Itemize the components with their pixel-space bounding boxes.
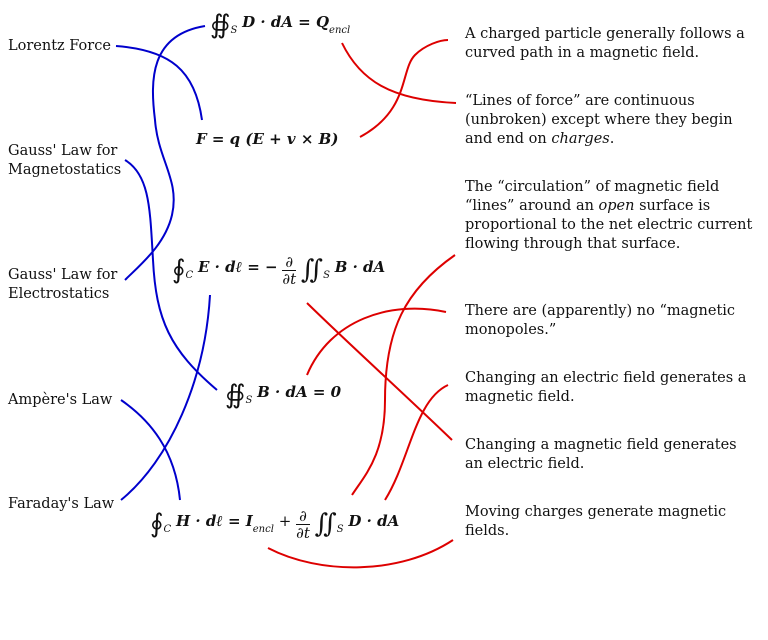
law-gauss-magnetostatics: Gauss' Law for Magnetostatics xyxy=(8,143,122,178)
connector-changing-magnetic xyxy=(306,302,453,441)
connector-changing-electric xyxy=(384,384,449,501)
connector-lorentz xyxy=(115,45,203,121)
connector-gauss-magnetic xyxy=(124,159,218,391)
connector-curved-path xyxy=(359,39,449,138)
connector-lines-of-force xyxy=(341,42,457,104)
law-faraday: Faraday's Law xyxy=(8,496,115,512)
statement-lines-of-force: “Lines of force” are continuous (unbroke… xyxy=(465,93,733,147)
statement-changing-magnetic: Changing a magnetic field generates an e… xyxy=(465,437,737,472)
statement-moving-charges: Moving charges generate magnetic fields. xyxy=(465,504,727,539)
connector-faraday xyxy=(120,294,211,501)
connector-monopoles xyxy=(306,307,447,376)
equation-faraday: ∮C E · dℓ = − ∂∂t ∬S B · dA xyxy=(172,253,386,288)
law-ampere: Ampère's Law xyxy=(8,392,113,408)
statement-changing-electric: Changing an electric field generates a m… xyxy=(465,370,747,405)
statement-monopoles: There are (apparently) no “magnetic mono… xyxy=(465,303,736,338)
statement-circulation: The “circulation” of magnetic field “lin… xyxy=(465,179,753,252)
connector-moving-charges xyxy=(267,539,454,569)
law-lorentz-force: Lorentz Force xyxy=(8,38,111,54)
connector-gauss-electric xyxy=(124,25,206,281)
connector-circulation xyxy=(351,254,456,496)
connector-ampere xyxy=(120,399,181,501)
equation-gauss-magnetic: ∯S B · dA = 0 xyxy=(225,380,342,410)
law-gauss-electrostatics: Gauss' Law for Electrostatics xyxy=(8,267,118,302)
equation-ampere: ∮C H · dℓ = Iencl + ∂∂t ∬S D · dA xyxy=(150,507,400,542)
equation-lorentz: F = q (E + v × B) xyxy=(196,130,339,148)
equation-gauss-electric: ∯S D · dA = Qencl xyxy=(210,10,351,40)
statement-curved-path: A charged particle generally follows a c… xyxy=(465,26,745,61)
